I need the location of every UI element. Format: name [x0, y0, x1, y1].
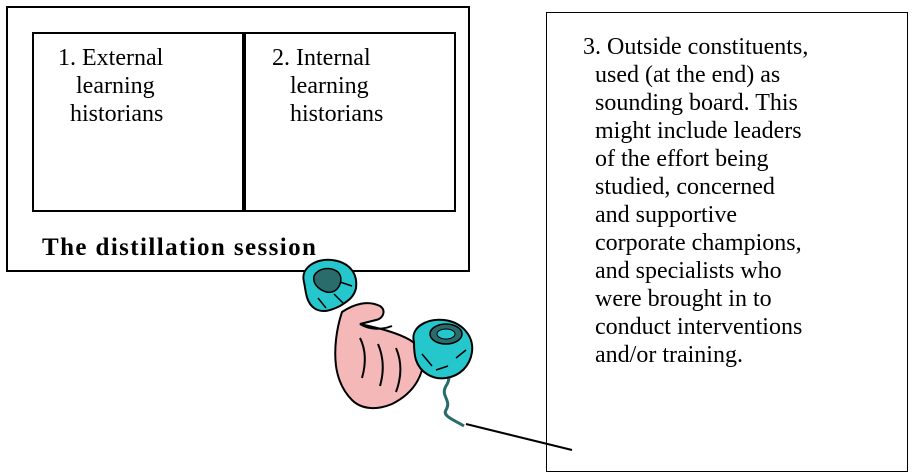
outside-constituents-text: 3. Outside constituents, used (at the en… [583, 34, 809, 368]
distillation-session-title: The distillation session [42, 234, 318, 261]
internal-historians-box: 2. Internal learning historians [242, 32, 456, 212]
internal-historians-label: 2. Internal learning historians [272, 45, 384, 127]
external-historians-label: 1. External learning historians [58, 45, 164, 127]
external-historians-box: 1. External learning historians [32, 32, 244, 212]
hand-holding-phone-icon [302, 258, 474, 428]
distillation-session-box: 1. External learning historians 2. Inter… [6, 6, 470, 272]
outside-constituents-box: 3. Outside constituents, used (at the en… [546, 12, 908, 472]
